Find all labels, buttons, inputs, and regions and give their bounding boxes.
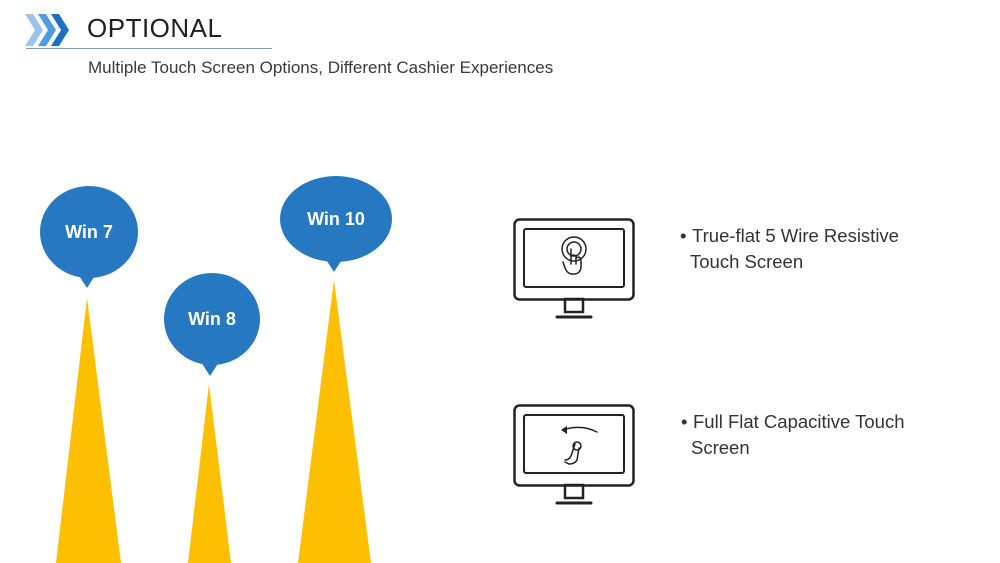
touch-option-1: •True-flat 5 Wire Resistive Touch Screen: [680, 225, 899, 272]
touch-option-line: Screen: [691, 437, 750, 458]
os-label: Win 10: [307, 208, 365, 229]
os-label: Win 7: [65, 221, 113, 242]
swipe-hand-icon: [561, 426, 598, 465]
page-title: OPTIONAL: [87, 13, 223, 43]
os-bubble-win10: Win 10: [280, 176, 392, 262]
touch-option-line: Full Flat Capacitive Touch: [693, 411, 905, 432]
tap-hand-icon: [561, 236, 587, 275]
title-underline: [26, 48, 272, 49]
touch-option-2: •Full Flat Capacitive Touch Screen: [681, 411, 905, 458]
touch-option-line: Touch Screen: [690, 251, 804, 272]
beam-win8: [188, 384, 231, 563]
bubble-pointer: [201, 362, 219, 376]
monitor-tap-icon: [513, 218, 635, 319]
os-bubble-win7: Win 7: [40, 186, 138, 278]
chevron-arrows-icon: [25, 14, 69, 46]
os-bubble-win8: Win 8: [164, 273, 260, 365]
beam-win10: [298, 280, 371, 563]
monitor-swipe-icon: [513, 404, 635, 505]
touch-option-line: True-flat 5 Wire Resistive: [692, 225, 899, 246]
page-subtitle: Multiple Touch Screen Options, Different…: [88, 58, 554, 77]
os-label: Win 8: [188, 308, 236, 329]
beam-win7: [56, 298, 121, 563]
